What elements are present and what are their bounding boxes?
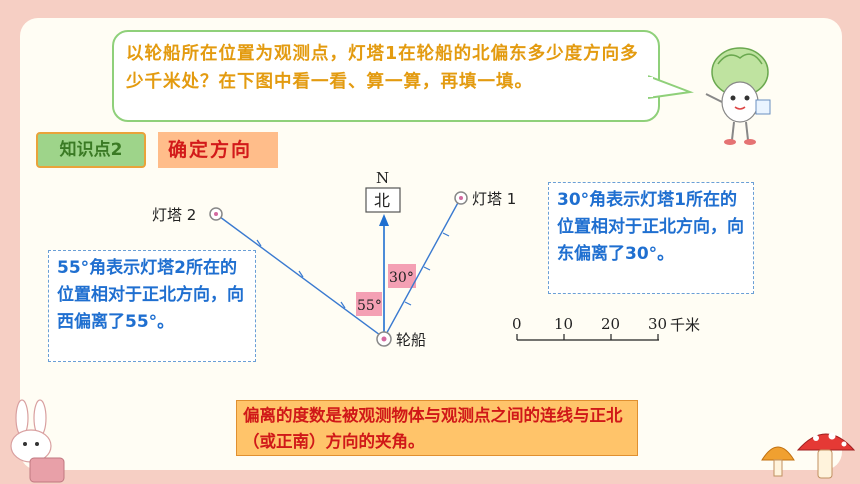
note-west-angle: 55°角表示灯塔2所在的位置相对于正北方向，向西偏离了55°。: [48, 250, 256, 362]
north-box: [365, 187, 401, 213]
line-1-ticks: [404, 232, 450, 306]
north-letter: N: [376, 169, 389, 187]
line-2-ticks: [256, 239, 346, 309]
angle-east-label: 30°: [389, 270, 414, 286]
lighthouse-1-label: 灯塔 1: [472, 190, 516, 208]
bubble-tail: [648, 75, 694, 99]
ship-label: 轮船: [396, 331, 426, 349]
line-to-lighthouse-1: [383, 198, 461, 339]
angle-west-label: 55°: [357, 298, 382, 314]
bunny-decoration-icon: [10, 399, 65, 483]
north-label: 北: [374, 191, 390, 210]
angle-east-marker: [388, 264, 416, 288]
line-to-lighthouse-2: [215, 213, 385, 339]
note-east-angle: 30°角表示灯塔1所在的位置相对于正北方向，向东偏离了30°。: [548, 182, 754, 294]
scale-bar-ticks: [516, 334, 659, 340]
knowledge-point-title: 确定方向: [158, 132, 278, 168]
scale-tick-0: 0: [512, 315, 522, 333]
mushroom-decoration-icon: [761, 432, 856, 479]
conclusion-box: 偏离的度数是被观测物体与观测点之间的连线与正北（或正南）方向的夹角。: [236, 400, 638, 456]
lighthouse-2-label: 灯塔 2: [152, 206, 196, 224]
scale-unit: 千米: [670, 316, 700, 334]
angle-west-marker: [356, 292, 382, 316]
ship-dot: [381, 336, 387, 342]
cabbage-mascot-icon: [705, 47, 771, 145]
knowledge-point-tag: 知识点2: [36, 132, 146, 168]
question-bubble: 以轮船所在位置为观测点，灯塔1在轮船的北偏东多少度方向多少千米处？在下图中看一看…: [112, 30, 660, 122]
scale-tick-30: 30: [648, 315, 667, 333]
note-east-text: 30°角表示灯塔1所在的位置相对于正北方向，向东偏离了30°。: [557, 190, 744, 264]
note-west-text: 55°角表示灯塔2所在的位置相对于正北方向，向西偏离了55°。: [57, 258, 244, 332]
conclusion-text: 偏离的度数是被观测物体与观测点之间的连线与正北（或正南）方向的夹角。: [243, 406, 623, 451]
scale-tick-20: 20: [601, 315, 620, 333]
scale-tick-10: 10: [554, 315, 573, 333]
lighthouse-2-dot: [214, 212, 218, 216]
question-text: 以轮船所在位置为观测点，灯塔1在轮船的北偏东多少度方向多少千米处？在下图中看一看…: [126, 44, 639, 92]
lighthouse-1-dot: [459, 196, 463, 200]
north-arrowhead: [379, 214, 389, 226]
